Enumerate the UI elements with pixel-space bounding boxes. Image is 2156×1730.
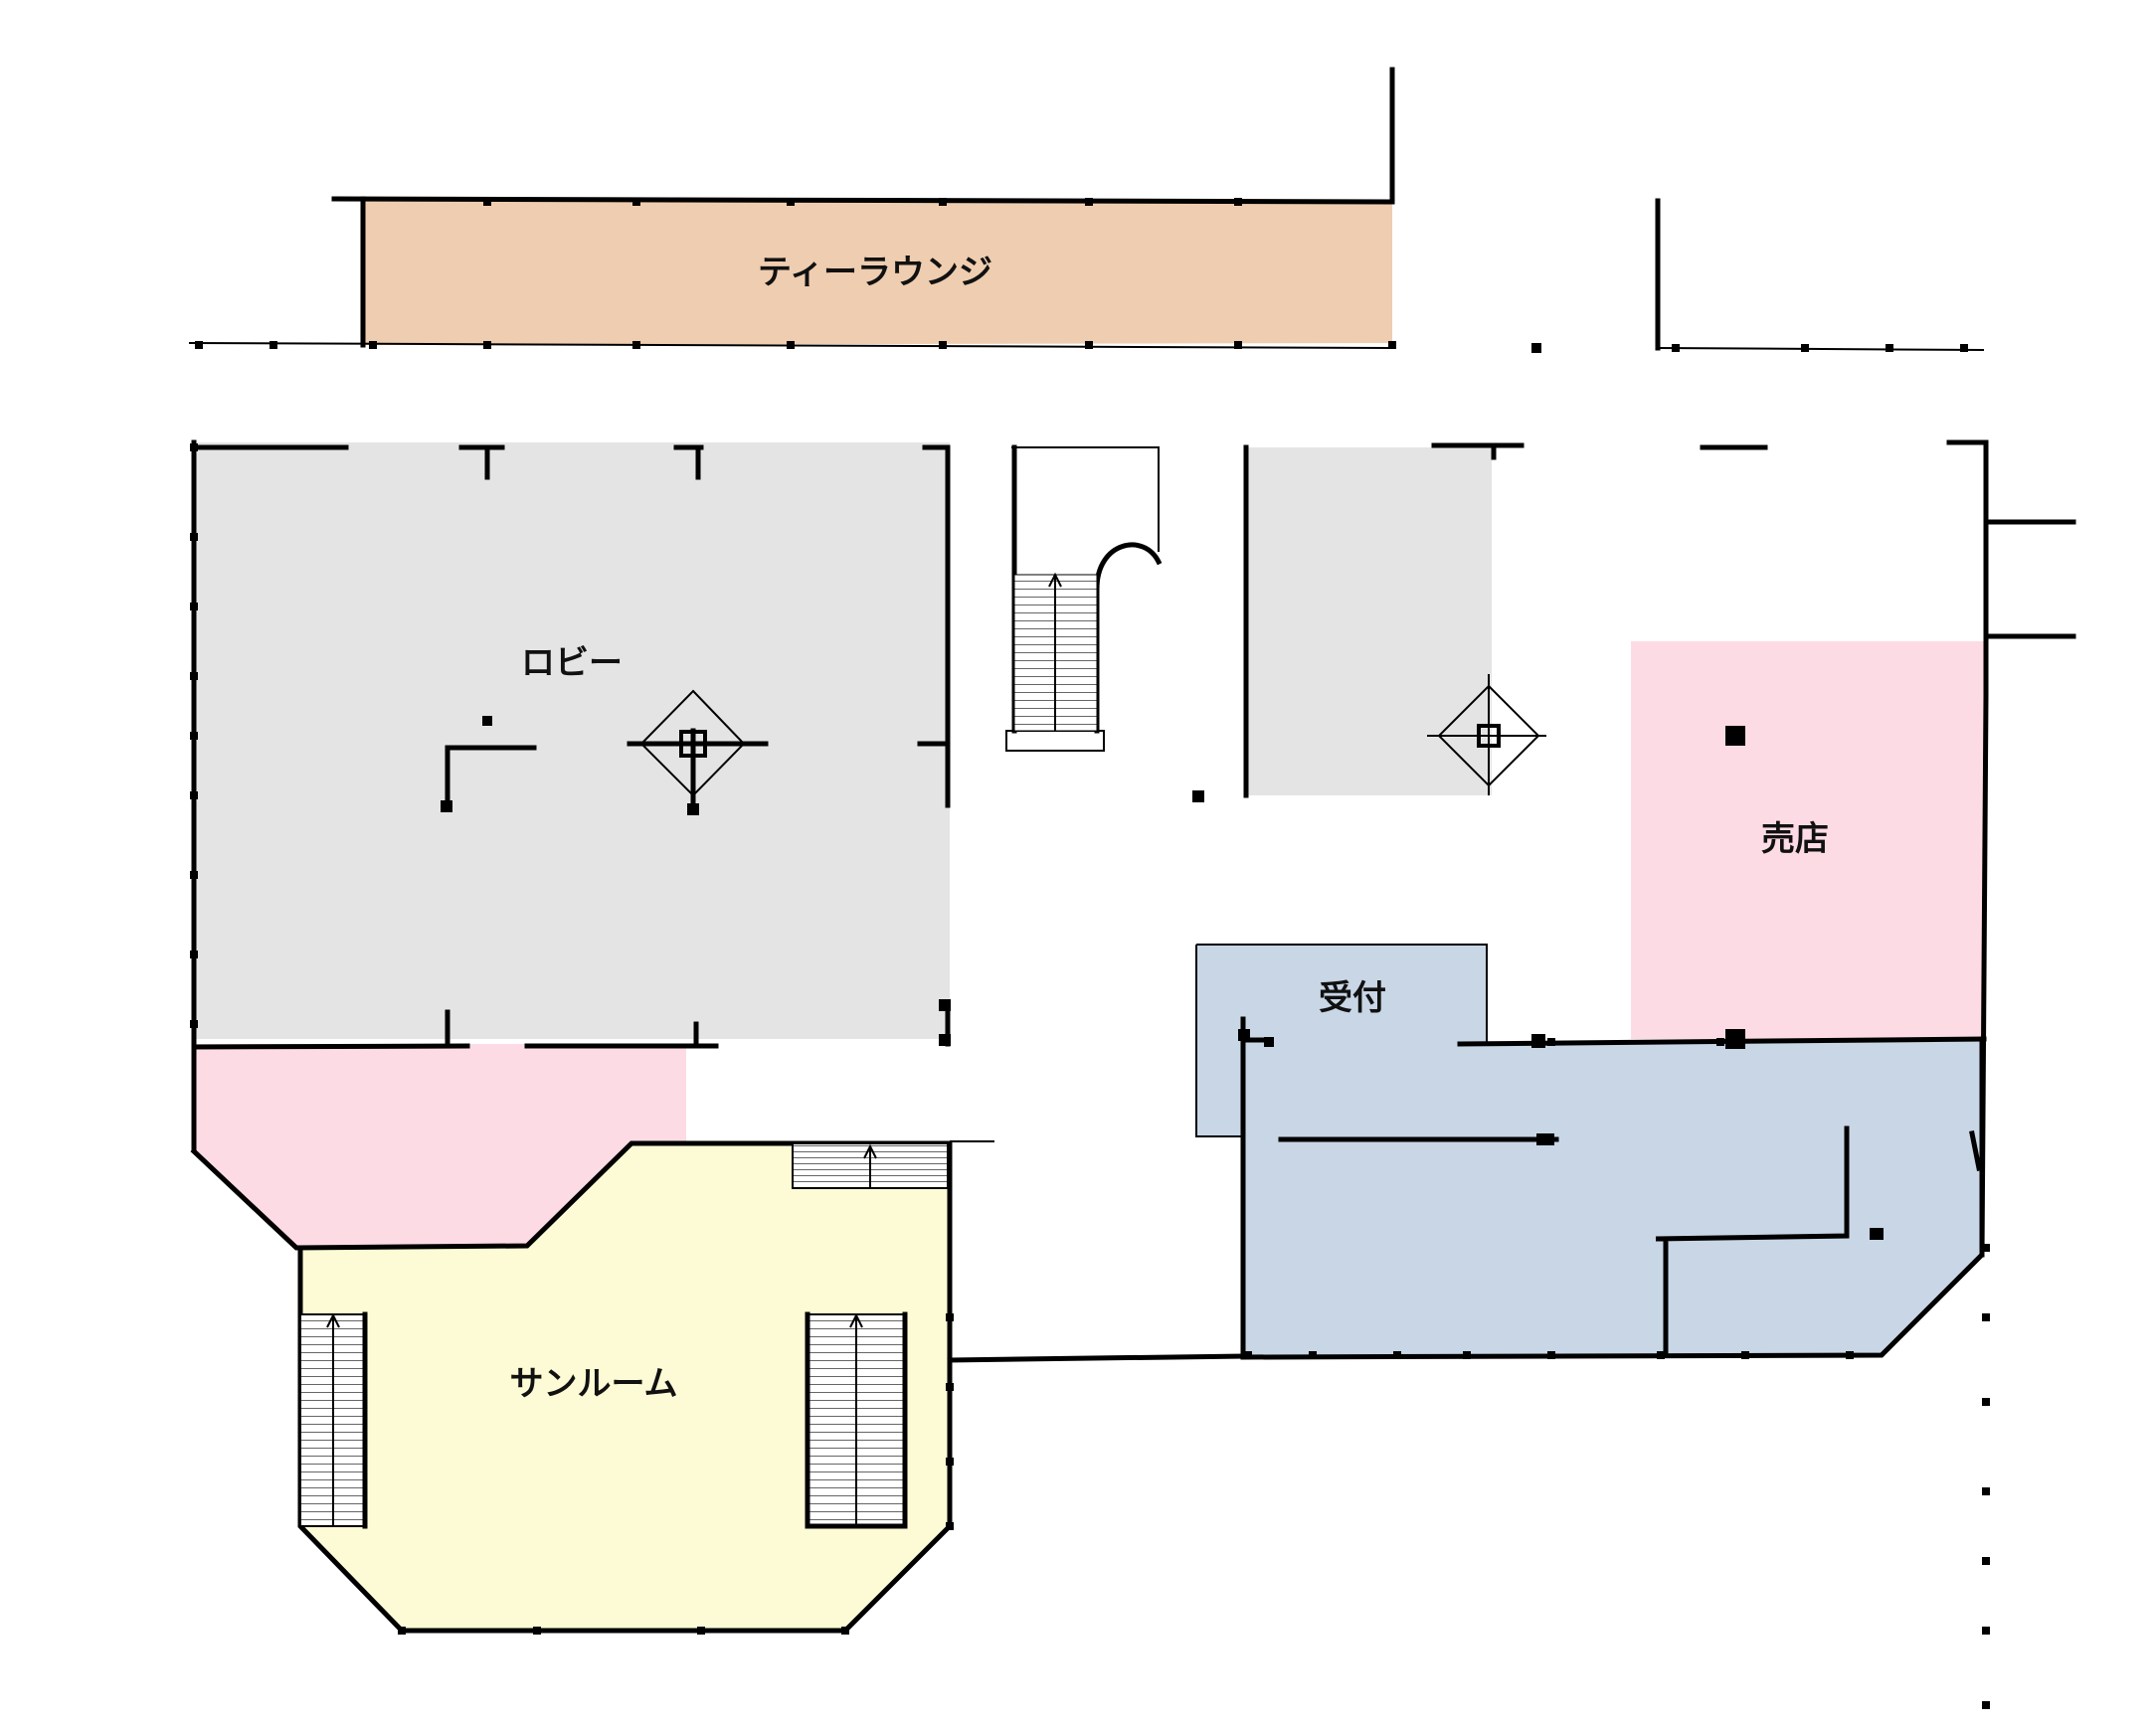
stairs-icon bbox=[299, 1311, 368, 1529]
wall-posts bbox=[441, 343, 1884, 1240]
wall-post bbox=[483, 198, 491, 206]
wall-post bbox=[939, 198, 947, 206]
wall-post bbox=[1085, 198, 1093, 206]
wall-post bbox=[697, 1627, 705, 1635]
tea-lounge-area bbox=[361, 197, 1392, 345]
room-label-lobby: ロビー bbox=[521, 643, 623, 683]
wall-post bbox=[1960, 344, 1968, 352]
shop-area bbox=[1631, 641, 1984, 1039]
east-walls bbox=[1700, 439, 2076, 1258]
wall-post bbox=[398, 1627, 406, 1635]
annex-walls bbox=[1243, 442, 1525, 798]
room-label-tea-lounge: ティーラウンジ bbox=[758, 253, 992, 292]
reception-area bbox=[1243, 1039, 1982, 1355]
wall-post bbox=[190, 732, 198, 740]
lobby-area bbox=[194, 442, 950, 1039]
wall-post bbox=[190, 951, 198, 958]
wall-post bbox=[190, 791, 198, 799]
wall-post bbox=[1309, 1351, 1317, 1359]
wall-post bbox=[270, 341, 277, 349]
wall-post bbox=[1463, 1351, 1471, 1359]
wall-post bbox=[1982, 1487, 1990, 1495]
wall-post bbox=[1716, 1038, 1724, 1046]
wall-post bbox=[1846, 1351, 1854, 1359]
room-label-reception: 受付 bbox=[1319, 978, 1386, 1018]
wall-post bbox=[1657, 1351, 1665, 1359]
wall-post bbox=[1547, 1351, 1555, 1359]
wall-post bbox=[632, 198, 640, 206]
wall-post bbox=[1982, 1627, 1990, 1635]
wall-post bbox=[632, 341, 640, 349]
wall-post bbox=[1886, 344, 1893, 352]
sunroom-area bbox=[300, 1143, 950, 1631]
wall-post bbox=[946, 1313, 954, 1321]
column-icon bbox=[1427, 674, 1546, 795]
room-label-sunroom: サンルーム bbox=[510, 1364, 678, 1404]
stairs-icon bbox=[792, 1142, 949, 1189]
wall-post bbox=[946, 1522, 954, 1530]
wall-post bbox=[190, 871, 198, 879]
reception-counter-area bbox=[1196, 945, 1487, 1136]
wall-post bbox=[533, 1627, 541, 1635]
wall-post bbox=[787, 198, 795, 206]
wall-post bbox=[1388, 341, 1396, 349]
wall-post bbox=[483, 341, 491, 349]
stairs-icon bbox=[805, 1311, 908, 1529]
wall-post bbox=[1547, 1038, 1555, 1046]
corridor-area bbox=[194, 1044, 686, 1248]
wall-post bbox=[195, 341, 203, 349]
column-icon bbox=[627, 689, 769, 813]
wall-post bbox=[190, 533, 198, 541]
wall-post bbox=[1982, 1557, 1990, 1565]
wall-post bbox=[1393, 1351, 1401, 1359]
wall-post bbox=[190, 603, 198, 610]
wall-post bbox=[1234, 198, 1242, 206]
wall-post bbox=[946, 1458, 954, 1466]
wall-post bbox=[1244, 1351, 1252, 1359]
wall-post bbox=[190, 672, 198, 680]
north-east-walls bbox=[1655, 198, 1985, 351]
wall-post bbox=[1801, 344, 1809, 352]
wall-post bbox=[1982, 1398, 1990, 1406]
wall-post bbox=[1234, 341, 1242, 349]
wall-post bbox=[190, 443, 198, 451]
stairs-icon bbox=[1005, 444, 1163, 752]
wall-post bbox=[1085, 341, 1093, 349]
wall-post-markers bbox=[190, 198, 1990, 1709]
annex-area bbox=[1248, 447, 1492, 795]
wall-post bbox=[1982, 1313, 1990, 1321]
wall-post bbox=[841, 1627, 849, 1635]
room-label-shop: 売店 bbox=[1761, 819, 1829, 859]
wall-post bbox=[1672, 344, 1680, 352]
wall-post bbox=[939, 341, 947, 349]
wall-post bbox=[369, 341, 377, 349]
wall-post bbox=[787, 341, 795, 349]
wall-post bbox=[1982, 1244, 1990, 1252]
wall-post bbox=[1741, 1351, 1749, 1359]
wall-post bbox=[1982, 1701, 1990, 1709]
wall-post bbox=[946, 1383, 954, 1391]
wall-post bbox=[190, 1020, 198, 1028]
